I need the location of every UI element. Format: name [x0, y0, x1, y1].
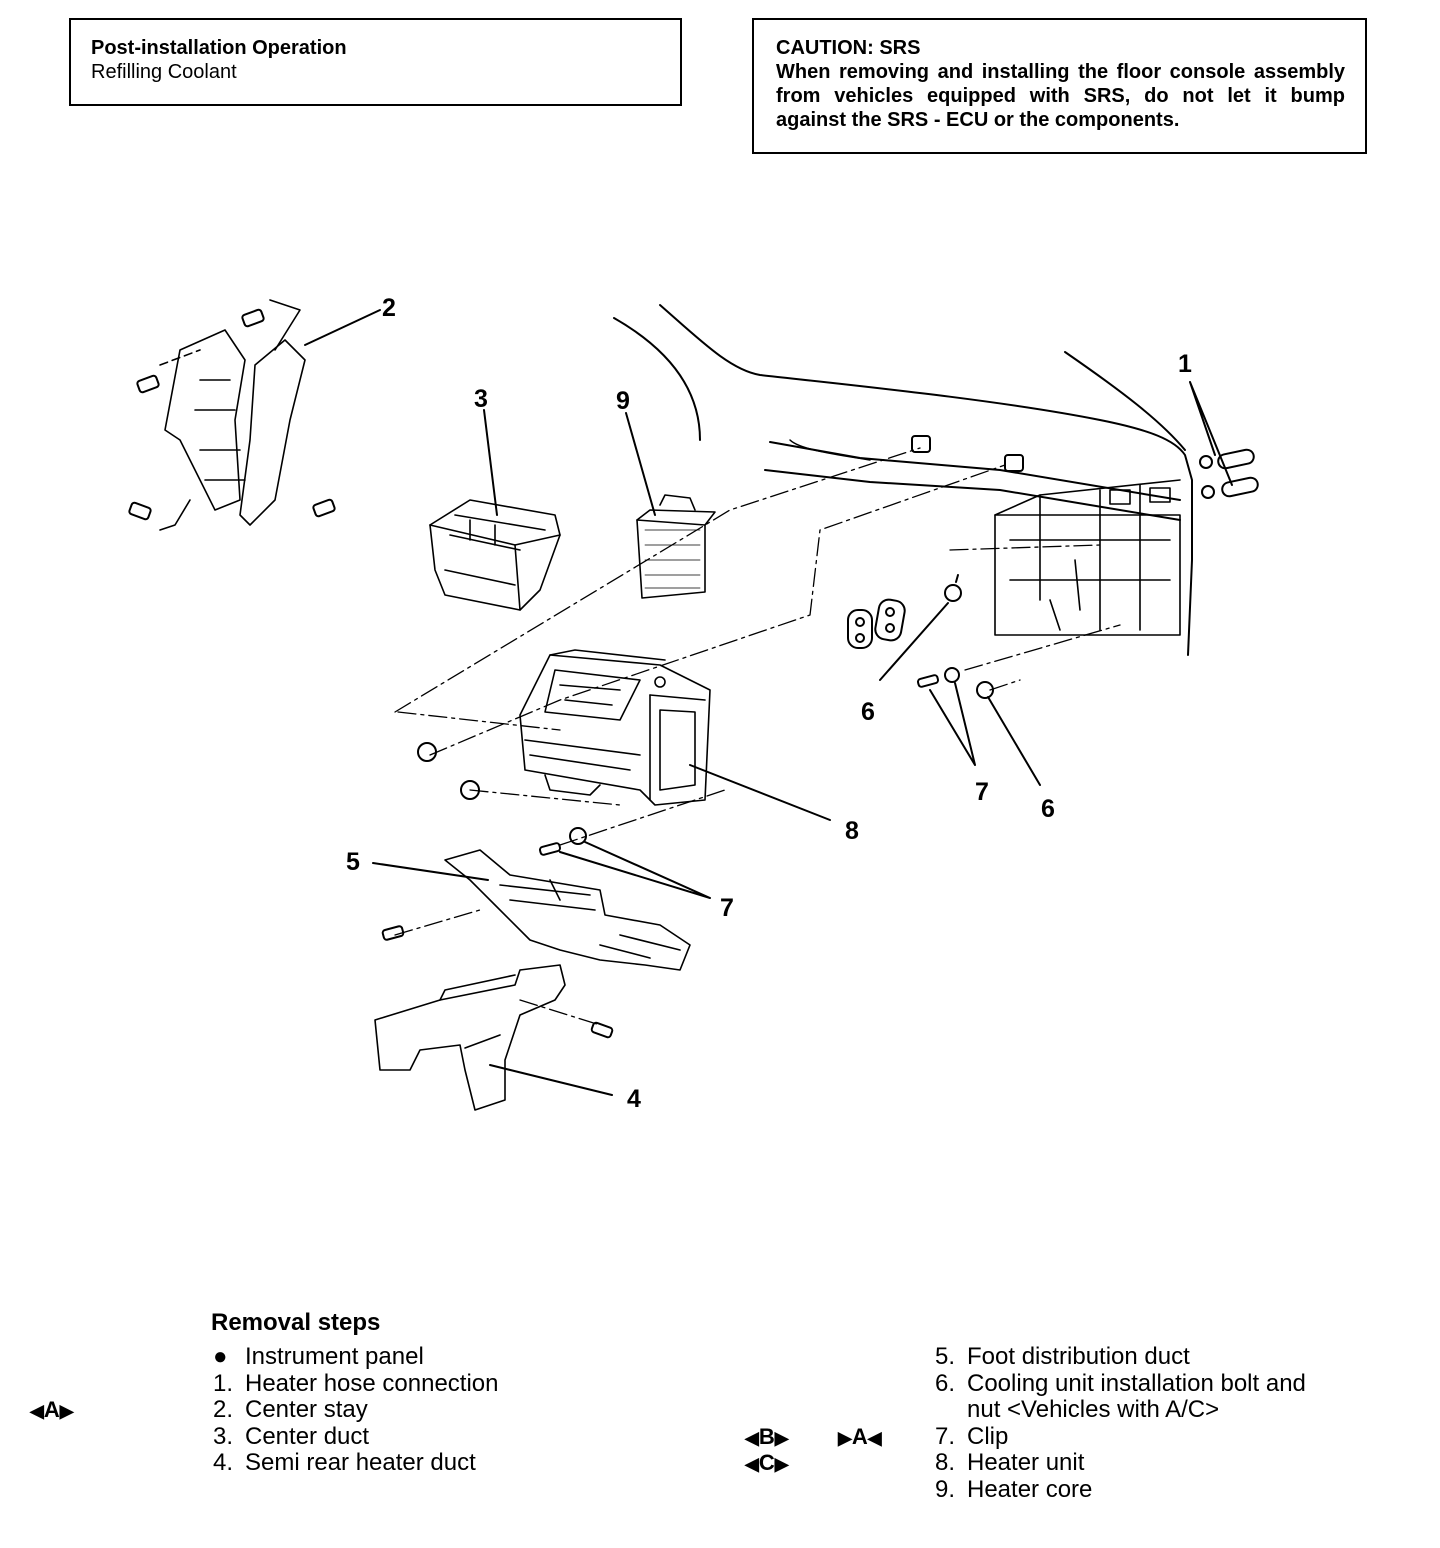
leader-line-5: [372, 862, 489, 881]
cooling-unit-outline: [994, 479, 1181, 636]
post-installation-item: Refilling Coolant: [91, 61, 237, 83]
leader-line-4: [489, 1064, 613, 1096]
caution-text: When removing and installing the floor c…: [776, 61, 1345, 131]
heater-unit: [519, 649, 711, 806]
foot-distribution-duct: [444, 849, 691, 971]
arrow-right-icon: ▶: [838, 1428, 852, 1448]
callout-7a: 7: [975, 778, 989, 806]
removal-steps-left: ●Instrument panel 1.Heater hose connecti…: [213, 1343, 499, 1477]
removal-steps-title: Removal steps: [211, 1309, 381, 1336]
arrow-left-icon: ◀: [30, 1401, 44, 1421]
cooling-unit-bolt-icon: [944, 574, 994, 699]
step-item: 9.Heater core: [935, 1475, 1093, 1503]
clip-icon: [538, 827, 587, 856]
post-installation-title: Post-installation Operation: [91, 37, 347, 59]
callout-2: 2: [382, 294, 396, 322]
heater-hose-connection: [1199, 448, 1259, 499]
callout-6a: 6: [861, 698, 875, 726]
heater-core: [636, 494, 716, 599]
leader-line-7a: [929, 682, 976, 766]
service-mark-a: ◀A▶: [30, 1397, 74, 1422]
leader-line-3: [483, 409, 498, 516]
leader-line-6a: [879, 602, 949, 681]
callout-9: 9: [616, 387, 630, 415]
clip-icon: [916, 667, 960, 688]
callout-4: 4: [627, 1085, 641, 1113]
arrow-right-icon: ▶: [59, 1401, 74, 1421]
step-item: 7.Clip: [935, 1422, 1009, 1450]
step-item: 6.Cooling unit installation bolt and: [935, 1369, 1306, 1397]
arrow-left-icon: ◀: [745, 1428, 759, 1448]
step-item: 4.Semi rear heater duct: [213, 1449, 476, 1476]
alignment-lines: [394, 447, 1121, 1026]
leader-line-7b: [559, 841, 711, 899]
callout-7b: 7: [720, 894, 734, 922]
leader-line-1: [1189, 381, 1233, 486]
service-mark-b: ◀B▶: [745, 1424, 789, 1449]
leader-line-2: [304, 309, 381, 346]
dashboard-outline: [613, 304, 1193, 656]
callout-8: 8: [845, 817, 859, 845]
center-duct: [429, 499, 561, 611]
nut-icon: [381, 435, 1024, 1039]
step-item: 1.Heater hose connection: [213, 1369, 499, 1397]
leader-line-8: [689, 764, 831, 821]
arrow-right-icon: ▶: [774, 1454, 789, 1474]
callout-1: 1: [1178, 350, 1192, 378]
step-item: 3.Center duct: [213, 1422, 370, 1450]
step-item: 5.Foot distribution duct: [935, 1343, 1190, 1370]
installation-mark-a: ▶A◀: [838, 1424, 882, 1449]
gasket-icon: [847, 598, 906, 649]
semi-rear-heater-duct: [374, 964, 566, 1111]
arrow-left-icon: ◀: [867, 1428, 882, 1448]
step-item: nut <Vehicles with A/C>: [967, 1396, 1220, 1423]
step-item: 8.Heater unit: [935, 1449, 1085, 1476]
leader-line-9: [625, 412, 656, 516]
caution-title: CAUTION: SRS: [776, 37, 921, 59]
bolt-icon: [128, 308, 336, 521]
center-stay: [159, 299, 306, 531]
service-mark-c: ◀C▶: [745, 1450, 789, 1475]
arrow-left-icon: ◀: [745, 1454, 759, 1474]
leader-line-6b: [987, 696, 1041, 786]
post-installation-box: Post-installation Operation Refilling Co…: [69, 18, 682, 106]
callout-6b: 6: [1041, 795, 1055, 823]
removal-steps-right: 5.Foot distribution duct 6.Cooling unit …: [935, 1343, 1306, 1503]
callout-3: 3: [474, 385, 488, 413]
step-item: ●Instrument panel: [213, 1343, 424, 1370]
step-item: 2.Center stay: [213, 1396, 368, 1423]
callout-5: 5: [346, 848, 360, 876]
arrow-right-icon: ▶: [774, 1428, 789, 1448]
caution-box: CAUTION: SRS When removing and installin…: [752, 18, 1367, 154]
